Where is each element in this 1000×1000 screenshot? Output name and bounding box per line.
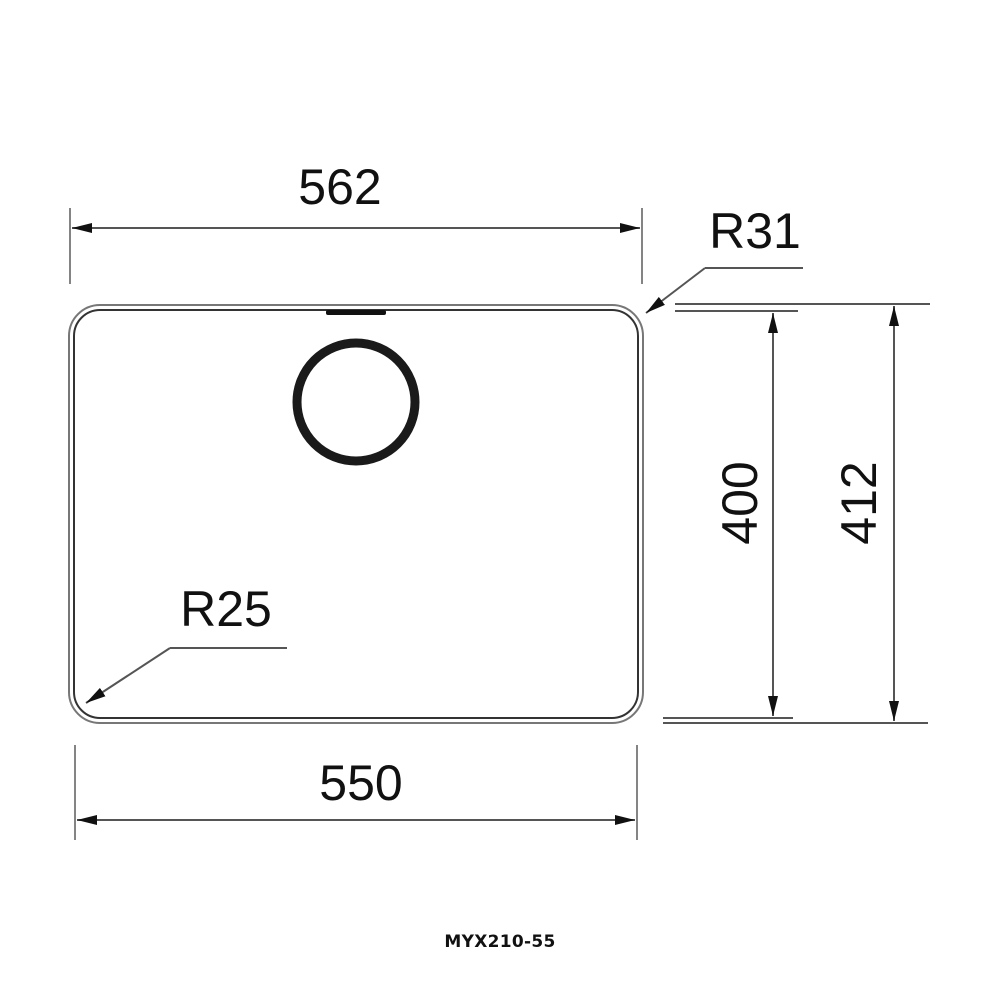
inner-width-label: 550 xyxy=(319,755,402,811)
overflow-slot xyxy=(326,310,386,315)
model-label: MYX210-55 xyxy=(444,932,556,952)
inner-depth-label: 400 xyxy=(712,461,768,544)
inner-radius-label: R25 xyxy=(180,581,272,637)
callout-outer-radius: R31 xyxy=(645,203,803,314)
dimension-outer-depth: 412 xyxy=(831,306,899,721)
drain-outlet xyxy=(292,338,420,466)
outer-radius-label: R31 xyxy=(709,203,801,259)
dimension-inner-width: 550 xyxy=(74,745,638,840)
dimension-inner-depth: 400 xyxy=(712,313,778,716)
outer-width-label: 562 xyxy=(298,159,381,215)
sink-outline xyxy=(68,304,644,724)
outer-depth-label: 412 xyxy=(831,461,887,544)
callout-inner-radius: R25 xyxy=(85,581,287,704)
dimension-outer-width: 562 xyxy=(69,159,643,284)
